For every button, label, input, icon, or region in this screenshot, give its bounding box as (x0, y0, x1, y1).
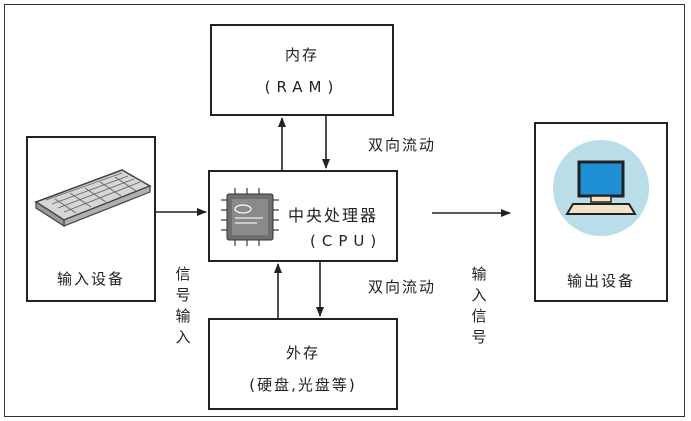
output-device-label: 输出设备 (566, 272, 635, 290)
ram-title: 内存 (284, 46, 319, 64)
input-signal-label: 输入信号 (471, 265, 487, 346)
signal-input-label: 信号输入 (175, 265, 191, 346)
ram-box: 内存 (RAM) (210, 24, 394, 116)
input-device-label: 输入设备 (56, 270, 125, 288)
bidirectional-label-bottom: 双向流动 (368, 278, 437, 296)
cpu-chip-icon (221, 188, 279, 246)
diagram-frame (4, 4, 685, 417)
cpu-subtitle: (CPU) (310, 232, 383, 250)
input-device-box: 输入设备 (26, 136, 156, 302)
ram-subtitle: (RAM) (264, 78, 340, 96)
cpu-box: 中央处理器 (CPU) (208, 170, 398, 262)
keyboard-icon (34, 169, 152, 228)
storage-subtitle: (硬盘,光盘等) (249, 376, 357, 394)
computer-icon (553, 140, 649, 236)
storage-title: 外存 (285, 344, 320, 362)
storage-box: 外存 (硬盘,光盘等) (208, 318, 398, 410)
bidirectional-label-top: 双向流动 (368, 136, 437, 154)
cpu-title: 中央处理器 (288, 206, 379, 225)
output-device-box: 输出设备 (534, 122, 668, 302)
